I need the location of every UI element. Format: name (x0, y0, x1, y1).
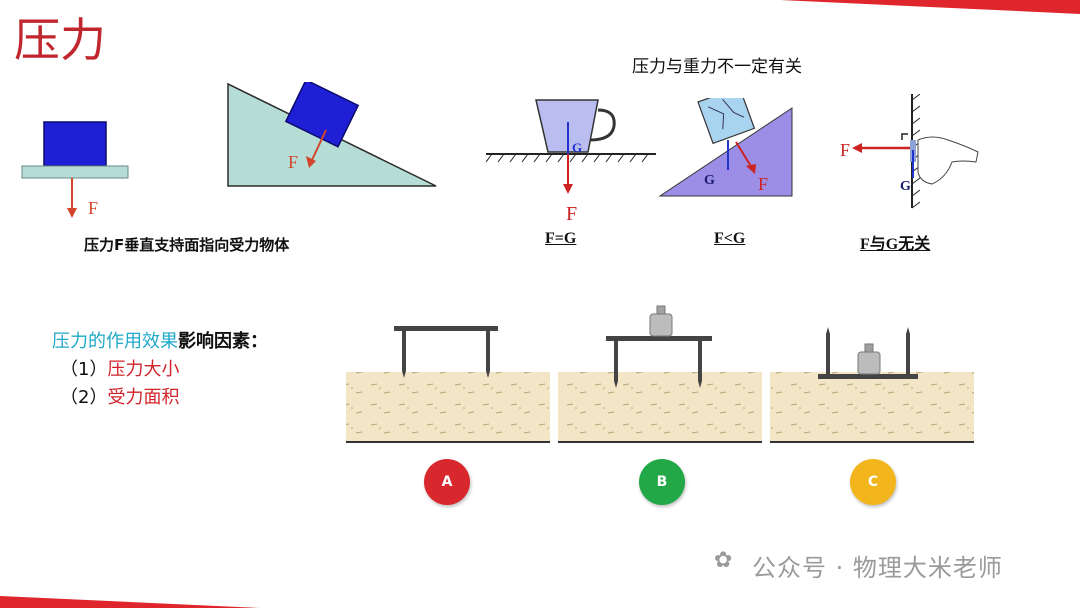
cup-diagram: G F (486, 99, 656, 225)
force-label: F (288, 152, 298, 172)
panel-c (770, 327, 974, 443)
caption-pressure-definition: 压力F垂直支持面指向受力物体 (84, 236, 290, 254)
incline-diagram: G F (658, 98, 793, 197)
factors-heading-colored: 压力的作用效果 (52, 331, 178, 352)
blue-block (43, 121, 107, 167)
label-a: A (424, 459, 470, 505)
wall-diagram: F G (840, 94, 979, 209)
label-b: B (639, 459, 685, 505)
caption-cup: F=G (545, 230, 577, 247)
svg-text:G: G (572, 140, 582, 155)
force-label: F (88, 198, 98, 218)
watermark: 公众号 · 物理大米老师 (752, 554, 1003, 582)
factor-item-2: （2）受力面积 (60, 387, 180, 408)
wechat-icon: ✿ (714, 548, 733, 573)
panel-a (346, 326, 550, 443)
ice-block (697, 98, 756, 145)
svg-text:F: F (566, 203, 577, 225)
block-on-slope-diagram: F (227, 82, 437, 187)
weight (857, 351, 881, 375)
subtitle: 压力与重力不一定有关 (632, 57, 802, 77)
table-surface (21, 165, 129, 179)
weight (649, 313, 673, 337)
experiment-panels (346, 305, 974, 443)
factors-heading: 压力的作用效果影响因素： (52, 328, 268, 356)
svg-text:G: G (704, 173, 715, 188)
svg-text:F: F (758, 174, 768, 194)
hand (917, 136, 979, 185)
svg-text:F: F (840, 140, 850, 160)
factors-heading-rest: 影响因素： (178, 331, 268, 352)
block-on-table-diagram: F (21, 121, 129, 218)
caption-incline: F<G (714, 230, 746, 247)
page-title: 压力 (14, 13, 106, 67)
incline (658, 107, 793, 197)
factor-item-1: （1）压力大小 (60, 359, 180, 380)
blue-block (284, 82, 360, 148)
svg-text:G: G (900, 179, 911, 194)
factors-block: 压力的作用效果影响因素： （1）压力大小 （2）受力面积 (52, 328, 268, 412)
label-c: C (850, 459, 896, 505)
panel-b (558, 305, 762, 443)
caption-wall: F与G无关 (860, 236, 931, 253)
